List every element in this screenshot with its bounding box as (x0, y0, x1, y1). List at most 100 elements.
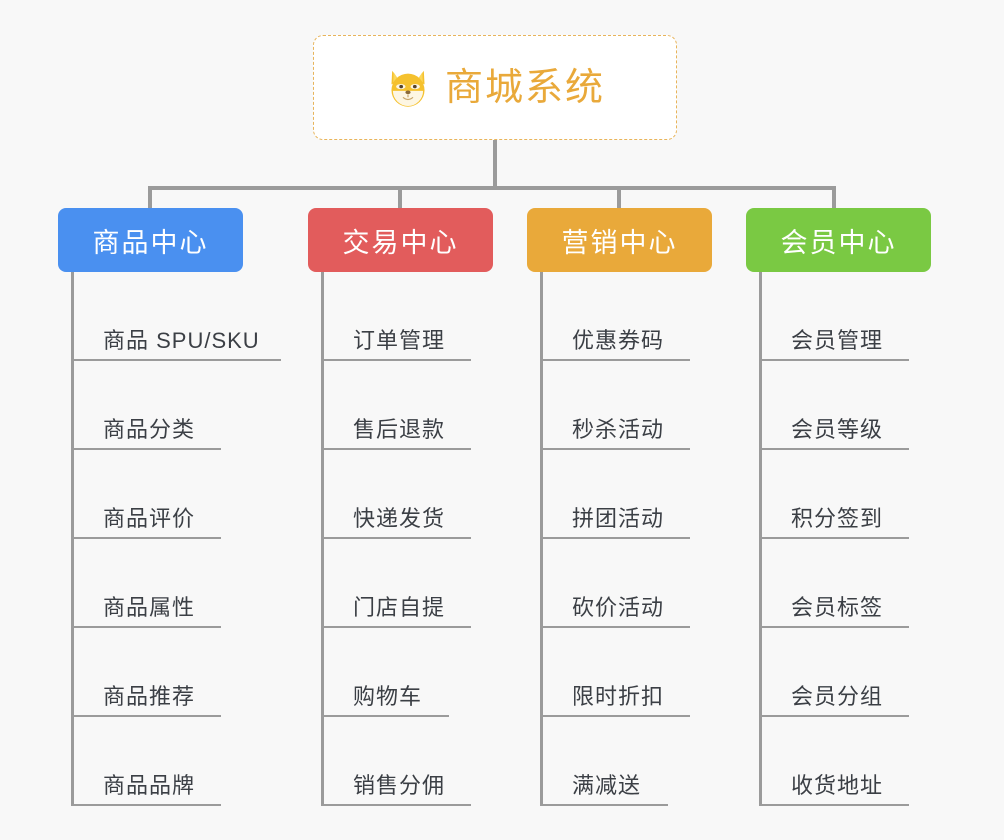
leaf-item[interactable]: 砍价活动 (527, 539, 712, 628)
leaf-item-label: 商品属性 (103, 595, 196, 620)
category-label: 商品中心 (92, 227, 209, 258)
leaf-item[interactable]: 收货地址 (746, 717, 931, 806)
leaf-item-label: 满减送 (572, 773, 642, 798)
leaf-item-label: 会员标签 (791, 595, 884, 620)
leaf-item[interactable]: 商品属性 (58, 539, 243, 628)
root-node[interactable]: 商城系统 (313, 35, 677, 140)
dog-face-icon (391, 70, 425, 107)
leaf-item-underline (759, 359, 909, 361)
leaf-item[interactable]: 会员等级 (746, 361, 931, 450)
leaf-item-label: 会员管理 (791, 328, 884, 353)
leaf-item[interactable]: 拼团活动 (527, 450, 712, 539)
leaf-item[interactable]: 订单管理 (308, 272, 493, 361)
leaf-item-underline (759, 537, 909, 539)
leaf-item-label: 售后退款 (353, 417, 446, 442)
leaf-item-underline (71, 359, 281, 361)
leaf-item-label: 商品品牌 (103, 773, 196, 798)
leaf-item-underline (759, 448, 909, 450)
leaf-item-underline (540, 804, 668, 806)
leaf-list-1: 商品 SPU/SKU 商品分类商品评价商品属性商品推荐商品品牌 (58, 272, 281, 806)
leaf-item-underline (759, 626, 909, 628)
leaf-item-label: 收货地址 (791, 773, 884, 798)
leaf-item[interactable]: 秒杀活动 (527, 361, 712, 450)
leaf-item-label: 商品推荐 (103, 684, 196, 709)
leaf-item-label: 限时折扣 (572, 684, 665, 709)
leaf-item-label: 会员分组 (791, 684, 884, 709)
leaf-item-label: 商品评价 (103, 506, 196, 531)
branch-column-1: 商品中心商品 SPU/SKU 商品分类商品评价商品属性商品推荐商品品牌 (58, 208, 281, 806)
category-box-2[interactable]: 交易中心 (308, 208, 493, 272)
leaf-item-underline (540, 448, 690, 450)
leaf-item-underline (71, 448, 221, 450)
category-box-4[interactable]: 会员中心 (746, 208, 931, 272)
leaf-item[interactable]: 会员标签 (746, 539, 931, 628)
leaf-item-underline (321, 448, 471, 450)
connector-root-stem (493, 140, 497, 190)
leaf-item-label: 砍价活动 (572, 595, 665, 620)
connector-spine-2 (321, 272, 324, 806)
leaf-item-label: 门店自提 (353, 595, 446, 620)
leaf-item-label: 商品 SPU/SKU (103, 328, 260, 353)
leaf-item-underline (321, 804, 471, 806)
leaf-list-3: 优惠券码秒杀活动拼团活动砍价活动限时折扣满减送 (527, 272, 712, 806)
leaf-item-underline (540, 715, 690, 717)
leaf-item-underline (321, 715, 449, 717)
leaf-item[interactable]: 积分签到 (746, 450, 931, 539)
leaf-item-label: 拼团活动 (572, 506, 665, 531)
leaf-item[interactable]: 销售分佣 (308, 717, 493, 806)
leaf-item-underline (540, 359, 690, 361)
leaf-item[interactable]: 商品推荐 (58, 628, 243, 717)
leaf-item[interactable]: 优惠券码 (527, 272, 712, 361)
category-label: 营销中心 (561, 227, 678, 258)
connector-horizontal-bus (148, 186, 836, 190)
leaf-item[interactable]: 售后退款 (308, 361, 493, 450)
leaf-item-label: 商品分类 (103, 417, 196, 442)
leaf-item-label: 购物车 (353, 684, 423, 709)
leaf-item-underline (71, 537, 221, 539)
connector-drop-3 (617, 186, 621, 208)
root-title: 商城系统 (444, 66, 605, 109)
connector-spine-4 (759, 272, 762, 806)
leaf-item-underline (71, 715, 221, 717)
leaf-item-underline (321, 537, 471, 539)
leaf-item[interactable]: 限时折扣 (527, 628, 712, 717)
leaf-item[interactable]: 满减送 (527, 717, 712, 806)
leaf-item[interactable]: 会员分组 (746, 628, 931, 717)
leaf-item[interactable]: 商品 SPU/SKU (58, 272, 281, 361)
category-label: 交易中心 (342, 227, 459, 258)
category-label: 会员中心 (780, 227, 897, 258)
leaf-list-2: 订单管理售后退款快递发货门店自提购物车销售分佣 (308, 272, 493, 806)
leaf-item-label: 订单管理 (353, 328, 446, 353)
leaf-item[interactable]: 商品品牌 (58, 717, 243, 806)
leaf-item-underline (759, 804, 909, 806)
leaf-item-label: 销售分佣 (353, 773, 446, 798)
leaf-item-underline (321, 359, 471, 361)
leaf-item-underline (321, 626, 471, 628)
leaf-list-4: 会员管理会员等级积分签到会员标签会员分组收货地址 (746, 272, 931, 806)
leaf-item-underline (71, 626, 221, 628)
connector-spine-3 (540, 272, 543, 806)
leaf-item-underline (540, 537, 690, 539)
branch-column-2: 交易中心订单管理售后退款快递发货门店自提购物车销售分佣 (308, 208, 493, 806)
leaf-item[interactable]: 会员管理 (746, 272, 931, 361)
leaf-item[interactable]: 购物车 (308, 628, 493, 717)
leaf-item[interactable]: 快递发货 (308, 450, 493, 539)
leaf-item-label: 优惠券码 (572, 328, 665, 353)
connector-drop-1 (148, 186, 152, 208)
leaf-item[interactable]: 商品分类 (58, 361, 243, 450)
category-box-1[interactable]: 商品中心 (58, 208, 243, 272)
leaf-item-label: 积分签到 (791, 506, 884, 531)
branch-column-3: 营销中心优惠券码秒杀活动拼团活动砍价活动限时折扣满减送 (527, 208, 712, 806)
leaf-item-label: 秒杀活动 (572, 417, 665, 442)
leaf-item-label: 快递发货 (353, 506, 446, 531)
connector-spine-1 (71, 272, 74, 806)
connector-drop-4 (832, 186, 836, 208)
category-box-3[interactable]: 营销中心 (527, 208, 712, 272)
branch-column-4: 会员中心会员管理会员等级积分签到会员标签会员分组收货地址 (746, 208, 931, 806)
leaf-item-underline (71, 804, 221, 806)
leaf-item-underline (540, 626, 690, 628)
leaf-item[interactable]: 门店自提 (308, 539, 493, 628)
leaf-item-label: 会员等级 (791, 417, 884, 442)
leaf-item[interactable]: 商品评价 (58, 450, 243, 539)
